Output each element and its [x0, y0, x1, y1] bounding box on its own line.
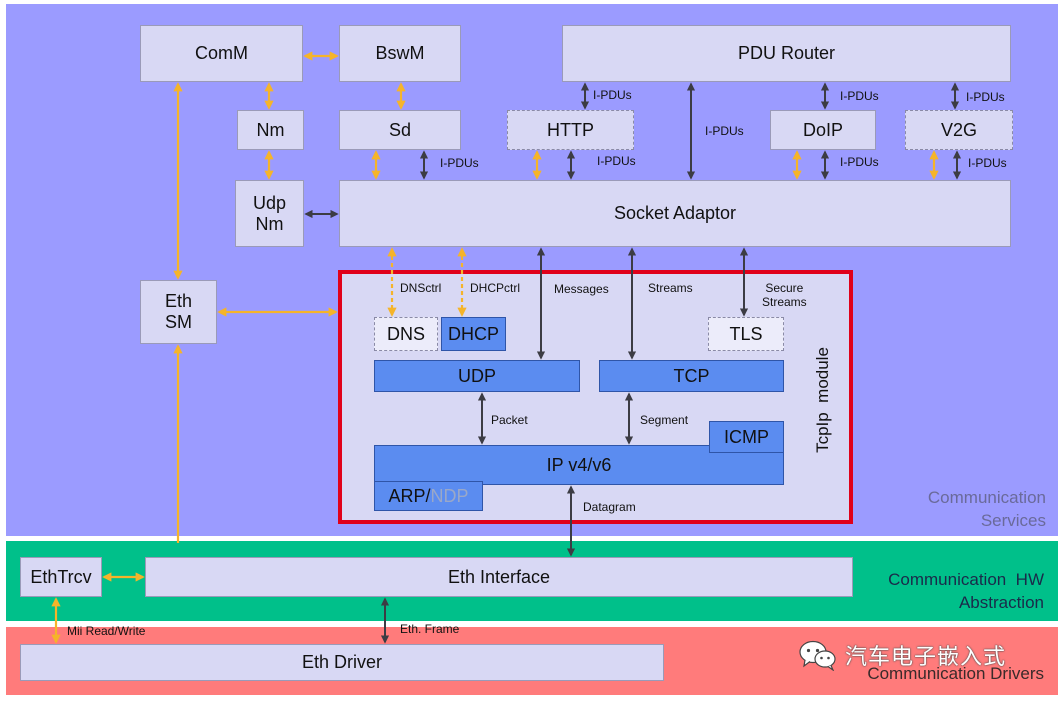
- v2g-box: V2G: [905, 110, 1013, 150]
- packet-label: Packet: [491, 413, 528, 427]
- nm-box: Nm: [237, 110, 304, 150]
- ipdus-label-v2g-top: I-PDUs: [966, 90, 1005, 104]
- dnsctrl-label: DNSctrl: [400, 281, 442, 295]
- dhcpctrl-label: DHCPctrl: [470, 281, 520, 295]
- drivers-layer-label: Communication Drivers: [867, 664, 1044, 683]
- mii-label: Mii Read/Write: [67, 624, 146, 638]
- messages-label: Messages: [554, 282, 609, 296]
- pdu-router-box: PDU Router: [562, 25, 1011, 82]
- eth-driver-box: Eth Driver: [20, 644, 664, 681]
- udpnm-box: Udp Nm: [235, 180, 304, 247]
- ipdus-label-doip-top: I-PDUs: [840, 89, 879, 103]
- ipdus-label-center: I-PDUs: [705, 124, 744, 138]
- udp-box: UDP: [374, 360, 580, 392]
- icmp-box: ICMP: [709, 421, 784, 453]
- wechat-icon: [799, 640, 836, 671]
- eth-interface-box: Eth Interface: [145, 557, 853, 597]
- arp-label: ARP/: [388, 485, 431, 506]
- tls-box: TLS: [708, 317, 784, 351]
- streams-label: Streams: [648, 281, 693, 295]
- socket-adaptor-box: Socket Adaptor: [339, 180, 1011, 247]
- ndp-label: NDP: [430, 485, 469, 506]
- tcp-box: TCP: [599, 360, 784, 392]
- wechat-watermark: 汽车电子嵌入式: [797, 639, 1006, 671]
- ipdus-label-pdu-left: I-PDUs: [593, 88, 632, 102]
- ethsm-box: Eth SM: [140, 280, 217, 344]
- ipdus-label-v2g: I-PDUs: [968, 156, 1007, 170]
- ipdus-label-http: I-PDUs: [597, 154, 636, 168]
- comm-box: ComM: [140, 25, 303, 82]
- dns-box: DNS: [374, 317, 438, 351]
- sd-box: Sd: [339, 110, 461, 150]
- hw-layer-label: Communication HW Abstraction: [888, 570, 1044, 612]
- ipdus-label-sd: I-PDUs: [440, 156, 479, 170]
- arp-ndp-box: ARP/NDP: [374, 481, 483, 511]
- services-layer-label: Communication Services: [927, 488, 1046, 530]
- secure-streams-label: Secure Streams: [762, 281, 807, 309]
- bswm-box: BswM: [339, 25, 461, 82]
- ethtrcv-box: EthTrcv: [20, 557, 102, 597]
- segment-label: Segment: [640, 413, 689, 427]
- datagram-label: Datagram: [583, 500, 636, 514]
- dhcp-box: DHCP: [441, 317, 506, 351]
- watermark-text: 汽车电子嵌入式: [845, 645, 1007, 670]
- ipdus-label-doip: I-PDUs: [840, 155, 879, 169]
- eth-frame-label: Eth. Frame: [400, 622, 460, 636]
- doip-box: DoIP: [770, 110, 876, 150]
- http-box: HTTP: [507, 110, 634, 150]
